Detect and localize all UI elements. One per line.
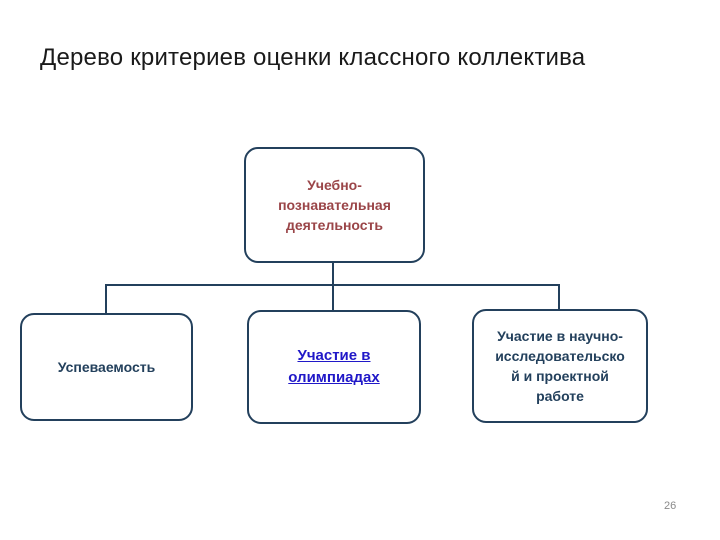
connector-root-vertical xyxy=(332,262,334,311)
node-olympiads: Участие в олимпиадах xyxy=(247,310,421,424)
connector-left-vertical xyxy=(105,284,107,314)
slide-title: Дерево критериев оценки классного коллек… xyxy=(40,44,586,71)
node-performance-label: Успеваемость xyxy=(57,359,156,375)
node-performance: Успеваемость xyxy=(20,313,193,421)
connector-horizontal xyxy=(105,284,560,286)
node-research-project-work: Участие в научно- исследовательско й и п… xyxy=(472,309,648,423)
connector-right-vertical xyxy=(558,284,560,310)
page-number: 26 xyxy=(664,500,677,512)
node-research-project-work-label: Участие в научно- исследовательско й и п… xyxy=(495,328,625,404)
node-educational-activity: Учебно- познавательная деятельность xyxy=(244,147,425,263)
node-olympiads-link[interactable]: Участие в олимпиадах xyxy=(288,347,380,386)
node-educational-activity-label: Учебно- познавательная деятельность xyxy=(278,177,391,233)
